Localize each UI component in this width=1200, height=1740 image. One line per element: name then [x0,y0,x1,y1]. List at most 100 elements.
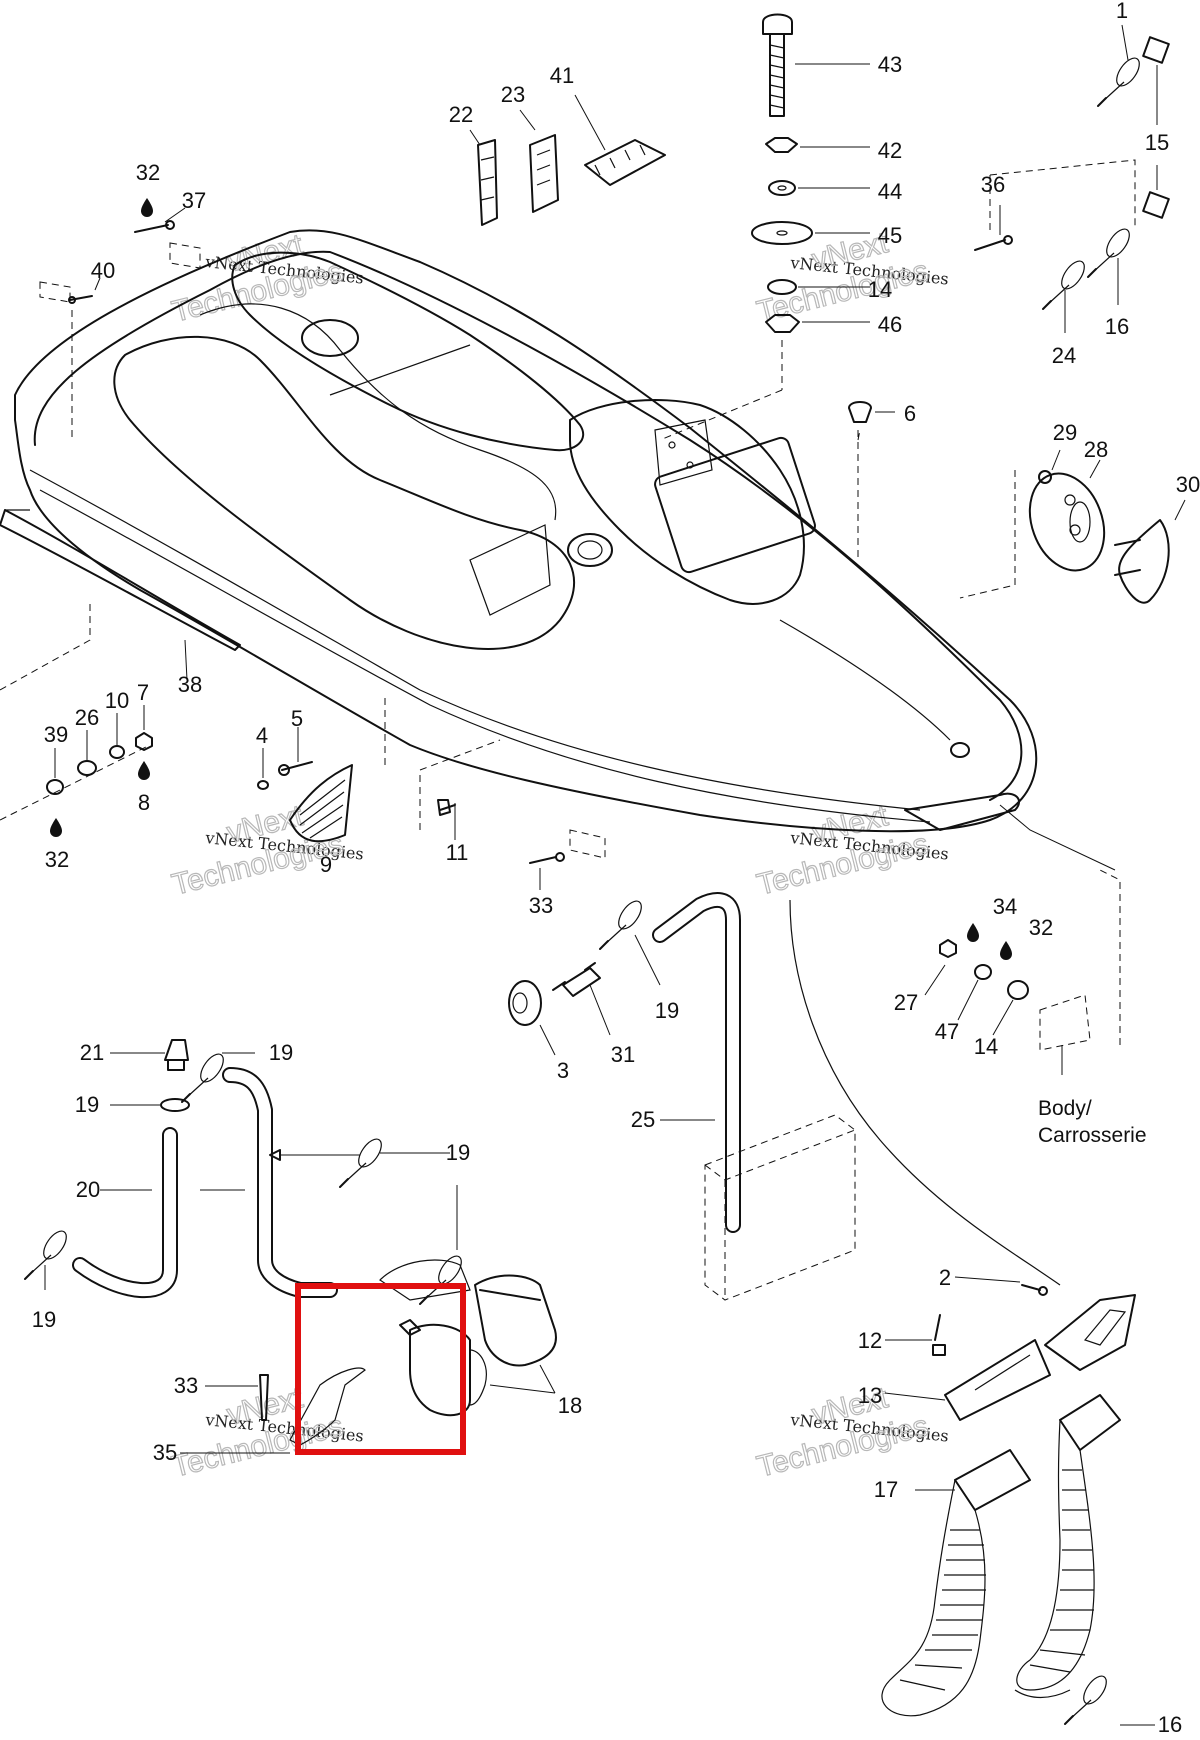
seat-edge [199,303,557,521]
callout-17: 17 [874,1477,898,1502]
callout-39: 39 [44,722,68,747]
grommet-3 [508,980,556,1056]
callout-19: 19 [269,1040,293,1065]
fitting-31 [552,962,611,1036]
hardware-right [924,869,1121,1075]
callout-32: 32 [45,847,69,872]
vent-tube-25 [652,892,741,1233]
callout-35: 35 [153,1440,177,1465]
callout-26: 26 [75,705,99,730]
storage-hatch [231,251,585,452]
bolt-43 [762,13,870,117]
callout-47: 47 [935,1019,959,1044]
clip-23 [519,109,559,213]
callout-8: 8 [138,790,150,815]
grommet-6 [848,401,895,560]
callout-13: 13 [858,1383,882,1408]
callout-20: 20 [76,1177,100,1202]
callout-21: 21 [80,1040,104,1065]
callout-23: 23 [501,82,525,107]
watermarks: vNext Technologies vNext Technologies vN… [168,225,950,1484]
callout-36: 36 [981,172,1005,197]
bow-line [779,619,951,741]
callout-1: 1 [1116,0,1128,23]
gunwale-rail [33,250,1023,801]
leader-curve [789,899,1061,1286]
callout-3: 3 [557,1058,569,1083]
callout-32: 32 [136,160,160,185]
battery-box [704,1114,856,1301]
bow-bumper [904,792,1020,831]
intake-grille-9 [257,695,386,843]
callout-32: 32 [1029,915,1053,940]
hardware-left [0,705,153,837]
nut-46 [765,314,870,333]
hatch-opening [301,319,359,357]
callout-6: 6 [904,401,916,426]
hatch-line [329,344,471,396]
callout-19: 19 [75,1092,99,1117]
callout-14: 14 [868,277,892,302]
callout-37: 37 [182,188,206,213]
rub-strip-38 [0,509,241,691]
sealant-drop-icon [141,198,153,217]
callout-34: 34 [993,894,1017,919]
callout-19: 19 [32,1307,56,1332]
callout-10: 10 [105,688,129,713]
clip-41 [574,94,666,186]
callout-30: 30 [1176,472,1200,497]
screw-40 [39,277,101,440]
hoses-lower-left [24,1039,458,1298]
callout-33: 33 [174,1373,198,1398]
hull-outline [14,229,1038,833]
reservoir-18 [379,1251,557,1417]
callout-5: 5 [291,706,303,731]
screw-11 [419,739,501,840]
callout-9: 9 [320,852,332,877]
screw-36 [974,205,1013,251]
callout-45: 45 [878,223,902,248]
side-plate [469,524,551,616]
rivet-33 [529,829,606,890]
ventilation-ducts-17 [881,1394,1155,1726]
callout-25: 25 [631,1107,655,1132]
fuel-cap [567,533,613,567]
callout-16: 16 [1158,1712,1182,1737]
callout-40: 40 [91,258,115,283]
callout-43: 43 [878,52,902,77]
callout-2: 2 [939,1265,951,1290]
tie-19-mid [599,896,647,950]
watercraft-body [14,229,1038,833]
callout-38: 38 [178,672,202,697]
callout-labels: 1154342444514462223413237403616246292830… [32,0,1200,1737]
callout-18: 18 [558,1393,582,1418]
vent-parts-lower-right [884,1276,1136,1421]
body-label-line2: Carrosserie [1038,1124,1147,1147]
callout-19: 19 [446,1140,470,1165]
body-label-line1: Body/ [1038,1097,1092,1120]
hull-strake-2 [39,489,931,823]
callout-22: 22 [449,102,473,127]
console-window [654,436,816,574]
callout-12: 12 [858,1328,882,1353]
callout-19: 19 [655,998,679,1023]
callout-11: 11 [446,840,469,865]
nut-42 [765,137,870,153]
callout-14: 14 [974,1034,998,1059]
hull-strake-1 [29,469,921,811]
callout-15: 15 [1145,130,1169,155]
washer-45 [751,221,870,245]
ties-right-upper [989,24,1170,333]
callout-31: 31 [611,1042,635,1067]
callout-16: 16 [1105,314,1129,339]
seat [113,335,576,650]
callout-41: 41 [550,63,574,88]
leader-bow [999,804,1116,871]
callout-42: 42 [878,138,902,163]
washer-44 [768,180,870,196]
screw-37 [134,207,201,269]
callout-33: 33 [529,893,553,918]
vent-cap-28-30 [959,449,1186,604]
callout-24: 24 [1052,343,1076,368]
